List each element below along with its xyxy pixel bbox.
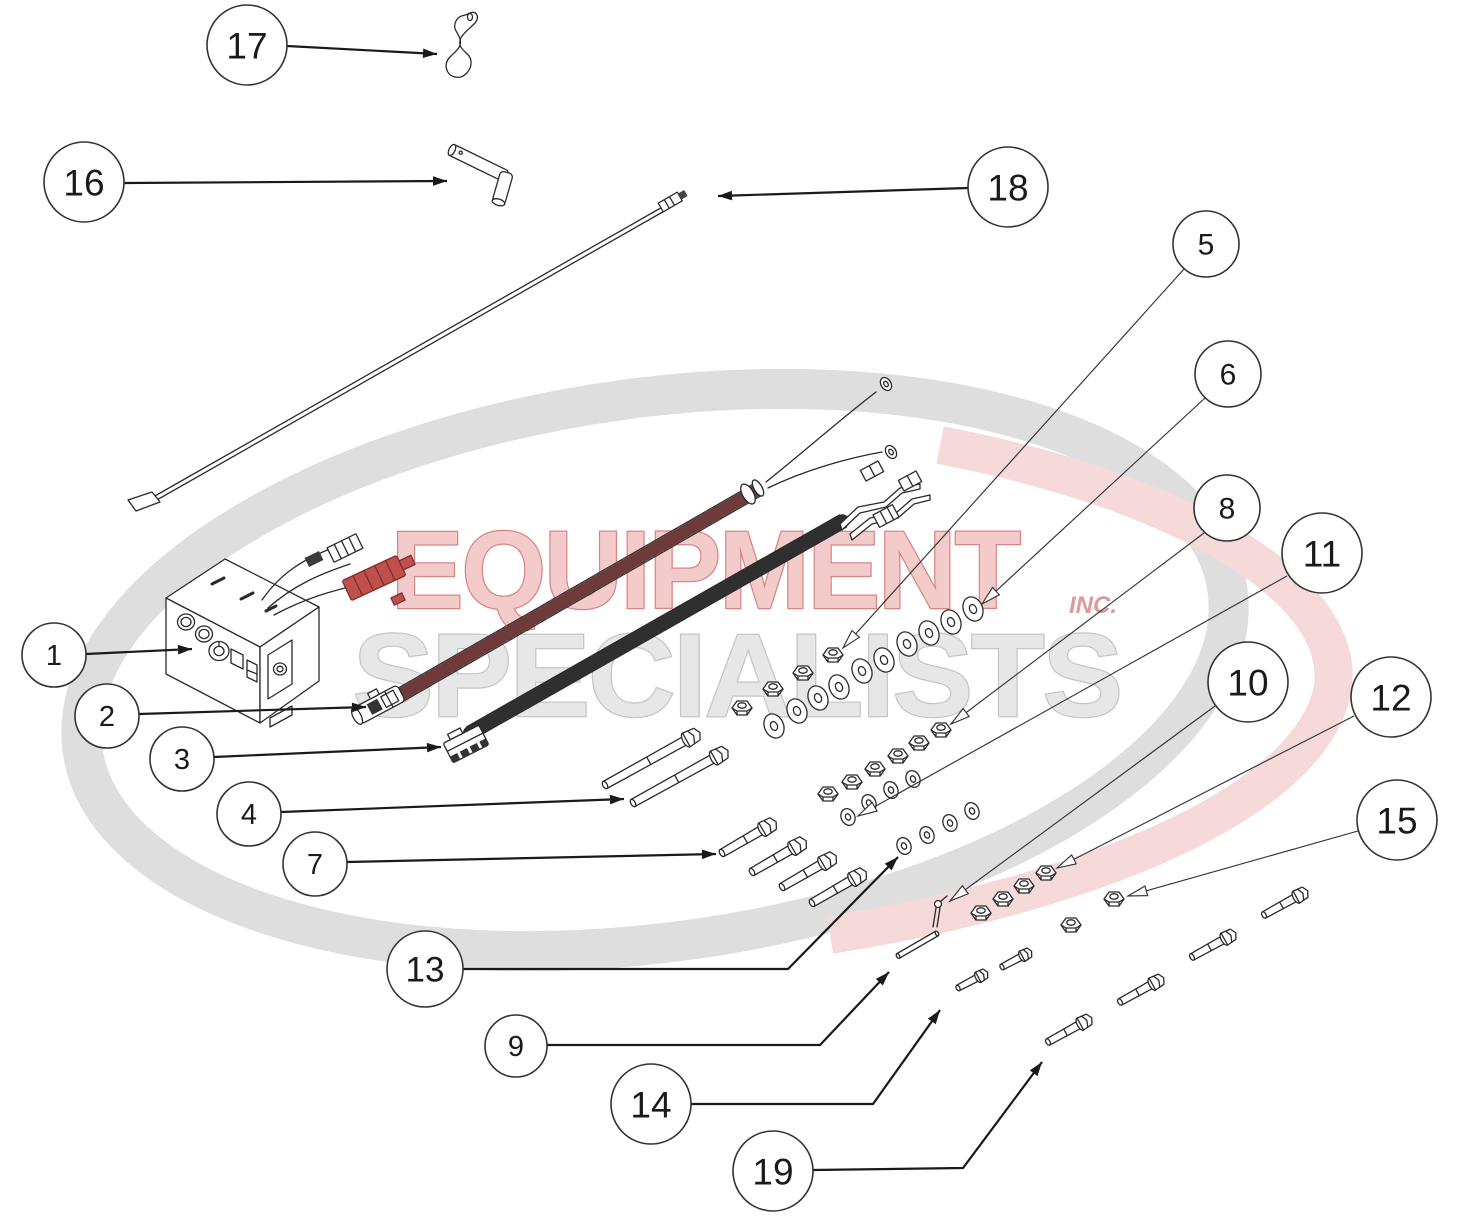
callout-number-14: 14 [630, 1085, 671, 1126]
watermark-suffix-text: INC. [1069, 592, 1117, 619]
callout-bubble-12 [1350, 656, 1432, 738]
callout-14: 14 [610, 1009, 941, 1145]
callout-bubble-8 [1193, 474, 1261, 542]
callout-bubble-9 [484, 1014, 548, 1078]
callout-19: 19 [732, 1061, 1043, 1212]
callout-number-1: 1 [46, 640, 62, 672]
control-box-pigtail [261, 533, 416, 616]
watermark-secondary-text: SPECIALISTS [353, 610, 1121, 742]
callout-number-19: 19 [752, 1152, 793, 1193]
callout-bubble-5 [1172, 210, 1240, 278]
callout-number-2: 2 [99, 701, 115, 733]
callout-number-3: 3 [174, 744, 190, 776]
callout-bubble-16 [43, 141, 125, 223]
callout-number-5: 5 [1198, 229, 1215, 262]
harness-connector [443, 725, 489, 763]
callout-bubble-15 [1356, 779, 1438, 861]
callout-number-16: 16 [63, 163, 104, 204]
callout-8: 8 [949, 474, 1261, 726]
callout-bubble-18 [967, 146, 1049, 228]
callout-bubble-19 [732, 1130, 814, 1212]
cotter-pin [932, 895, 948, 928]
callout-7: 7 [282, 831, 717, 897]
callout-2: 2 [74, 683, 367, 749]
watermark-swoosh-gray [61, 368, 1249, 972]
callout-bubble-17 [206, 4, 288, 86]
callout-bubble-1 [21, 622, 87, 688]
callout-bubble-13 [386, 930, 464, 1008]
callout-4: 4 [216, 781, 625, 847]
callout-10: 10 [948, 641, 1289, 903]
harness-plug [350, 685, 405, 726]
watermark-swoosh-pink [826, 426, 1353, 954]
brand-watermark: EQUIPMENT SPECIALISTS INC. [61, 368, 1353, 972]
callout-5: 5 [841, 210, 1240, 650]
callout-number-18: 18 [987, 168, 1028, 209]
callout-bubble-11 [1281, 512, 1363, 594]
wiring-harness-connector [443, 460, 931, 763]
callout-16: 16 [43, 141, 448, 223]
callout-number-4: 4 [241, 799, 257, 831]
callout-bubble-6 [1194, 340, 1262, 408]
callout-number-9: 9 [508, 1031, 524, 1063]
callout-3: 3 [149, 726, 442, 792]
callout-number-11: 11 [1303, 534, 1341, 575]
callout-number-13: 13 [406, 951, 445, 990]
callout-bubble-7 [282, 831, 348, 897]
callout-bubble-10 [1207, 641, 1289, 723]
callout-6: 6 [980, 340, 1262, 606]
callout-11: 11 [856, 512, 1363, 818]
callout-17: 17 [206, 4, 438, 86]
control-box [165, 558, 320, 728]
machine-screws [953, 945, 1035, 995]
callout-number-7: 7 [307, 849, 323, 881]
callout-1: 1 [21, 622, 193, 688]
callout-bubble-3 [149, 726, 215, 792]
callout-bubble-14 [610, 1063, 692, 1145]
callout-number-17: 17 [226, 26, 267, 67]
wiring-harness-ring-terminals [350, 376, 898, 726]
callout-number-6: 6 [1220, 359, 1237, 392]
hitch-pin [447, 143, 513, 207]
callout-number-15: 15 [1376, 801, 1417, 842]
callout-bubble-4 [216, 781, 282, 847]
watermark-primary-text: EQUIPMENT [391, 509, 1021, 632]
callout-number-8: 8 [1219, 493, 1236, 526]
callout-15: 15 [1125, 779, 1438, 897]
clevis-pin [895, 930, 940, 960]
callout-13: 13 [386, 856, 899, 1008]
antenna-rod [127, 189, 688, 512]
callout-number-12: 12 [1370, 678, 1411, 719]
callout-9: 9 [484, 971, 890, 1078]
short-hex-bolt-row [1042, 884, 1312, 1050]
hairpin-cotter-pin [445, 11, 479, 78]
callout-number-10: 10 [1227, 663, 1268, 704]
callout-bubble-2 [74, 683, 140, 749]
callout-12: 12 [1054, 656, 1432, 870]
callout-18: 18 [717, 146, 1049, 228]
